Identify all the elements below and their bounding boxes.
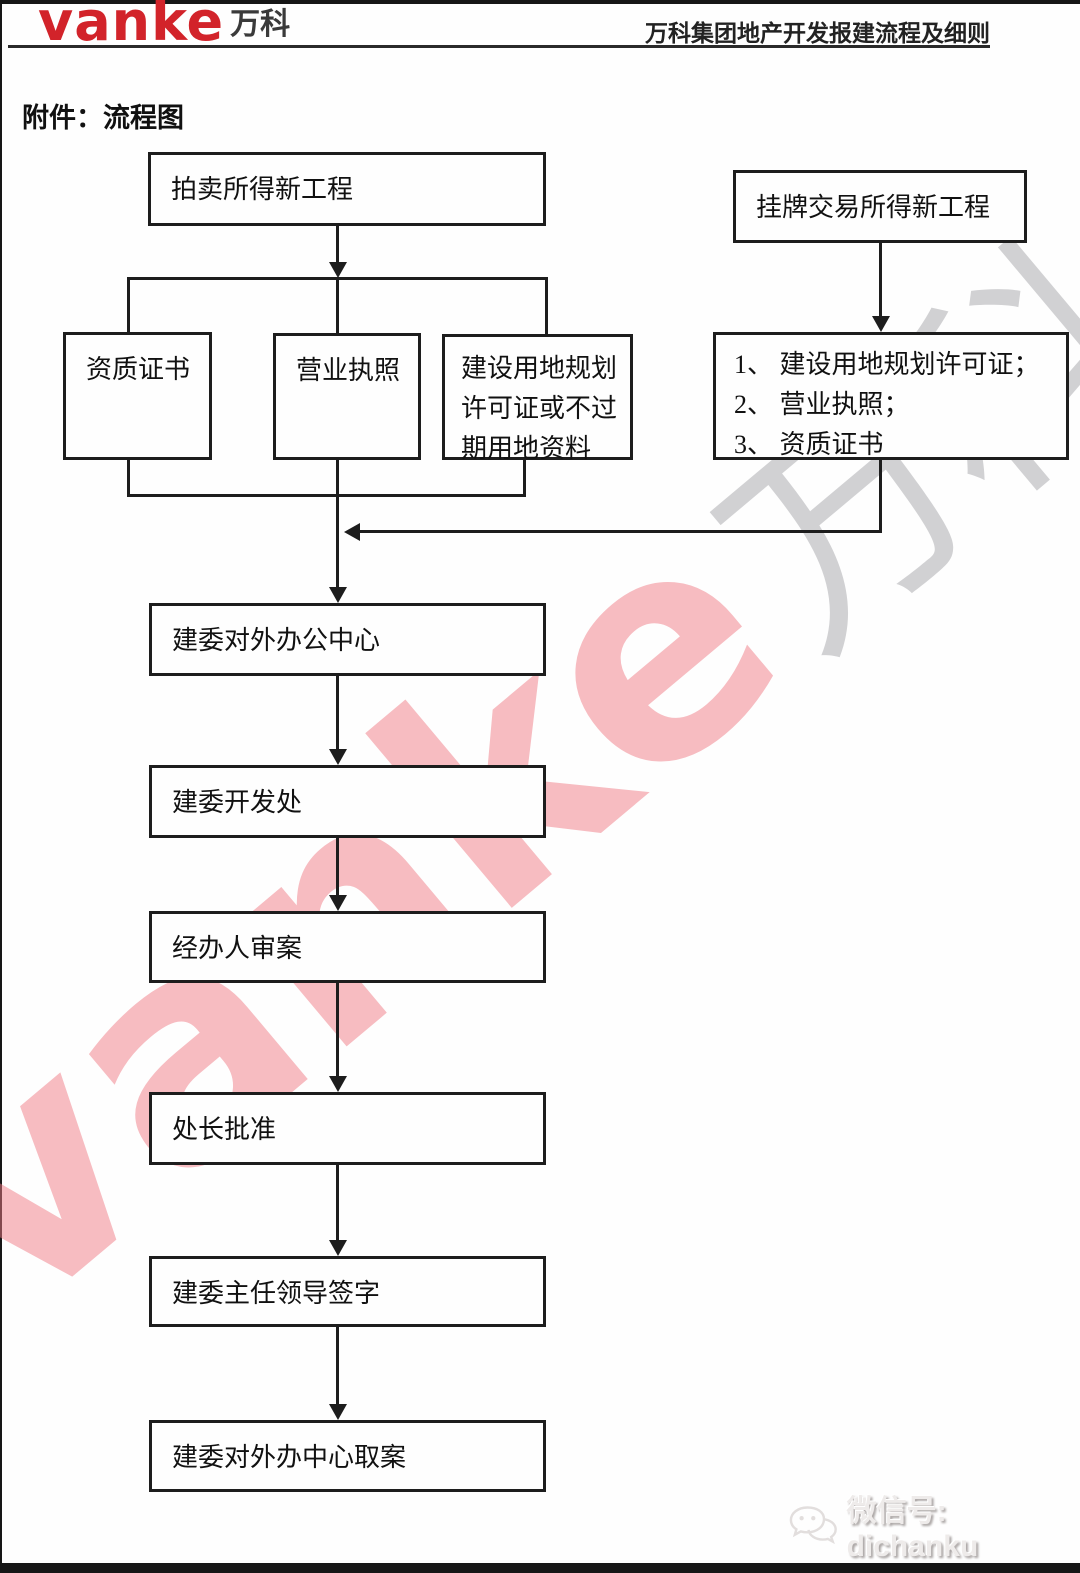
arrowhead-down-icon — [329, 262, 347, 278]
arrowhead-down-icon — [329, 1404, 347, 1420]
wechat-icon — [789, 1506, 837, 1545]
arrowhead-down-icon — [329, 895, 347, 911]
flow-box-doc-license: 营业执照 — [273, 333, 421, 460]
connector-line — [127, 460, 130, 497]
listing-doc-item: 1、 建设用地规划许可证； — [734, 350, 1040, 379]
vanke-logo-cn: 万科 — [230, 8, 291, 41]
flow-box-doc-landplan: 建设用地规划许可证或不过期用地资料 — [442, 334, 633, 463]
arrowhead-down-icon — [329, 1240, 347, 1256]
wechat-badge: 微信号: dichanku — [788, 1495, 1080, 1563]
arrowhead-down-icon — [329, 749, 347, 765]
vanke-logo-latin: vanke — [38, 0, 225, 53]
flow-box-doc-certificate: 资质证书 — [63, 332, 212, 460]
arrowhead-down-icon — [329, 1076, 347, 1092]
connector-line — [336, 226, 339, 264]
connector-line — [336, 494, 339, 589]
connector-line — [523, 460, 526, 497]
flow-box-listing-source: 挂牌交易所得新工程 — [733, 170, 1027, 243]
flow-box-auction-source: 拍卖所得新工程 — [148, 152, 546, 226]
attachment-heading: 附件：流程图 — [22, 103, 184, 133]
connector-line — [879, 460, 882, 533]
connector-line — [336, 277, 339, 335]
listing-doc-item: 2、 营业执照； — [734, 390, 910, 419]
header-divider — [8, 45, 990, 48]
flow-step-sign: 建委主任领导签字 — [149, 1256, 546, 1327]
connector-line — [336, 1327, 339, 1407]
flow-step-approve: 处长批准 — [149, 1092, 546, 1165]
connector-line — [336, 676, 339, 752]
document-title: 万科集团地产开发报建流程及细则 — [645, 20, 990, 46]
connector-line — [336, 983, 339, 1078]
arrowhead-down-icon — [872, 316, 890, 332]
connector-line — [127, 277, 130, 335]
connector-line — [879, 243, 882, 319]
connector-line — [336, 838, 339, 898]
bracket-bottom — [127, 494, 526, 497]
flow-box-listing-docs: 1、 建设用地规划许可证； 2、 营业执照； 3、 资质证书 — [713, 332, 1069, 460]
listing-doc-item: 3、 资质证书 — [734, 430, 884, 459]
flow-step-retrieve: 建委对外办中心取案 — [149, 1420, 546, 1492]
page-edge-bottom — [0, 1563, 1080, 1573]
flow-step-devdept: 建委开发处 — [149, 765, 546, 838]
connector-line — [545, 277, 548, 337]
connector-line — [358, 530, 882, 533]
page-edge-left — [0, 0, 2, 1563]
flow-step-center: 建委对外办公中心 — [149, 603, 546, 676]
connector-line — [336, 1165, 339, 1243]
flow-step-review: 经办人审案 — [149, 911, 546, 983]
page-edge-top — [0, 0, 1080, 4]
arrowhead-down-icon — [329, 587, 347, 603]
arrowhead-left-icon — [344, 523, 360, 541]
connector-line — [336, 460, 339, 497]
wechat-label: 微信号: dichanku — [846, 1495, 979, 1563]
